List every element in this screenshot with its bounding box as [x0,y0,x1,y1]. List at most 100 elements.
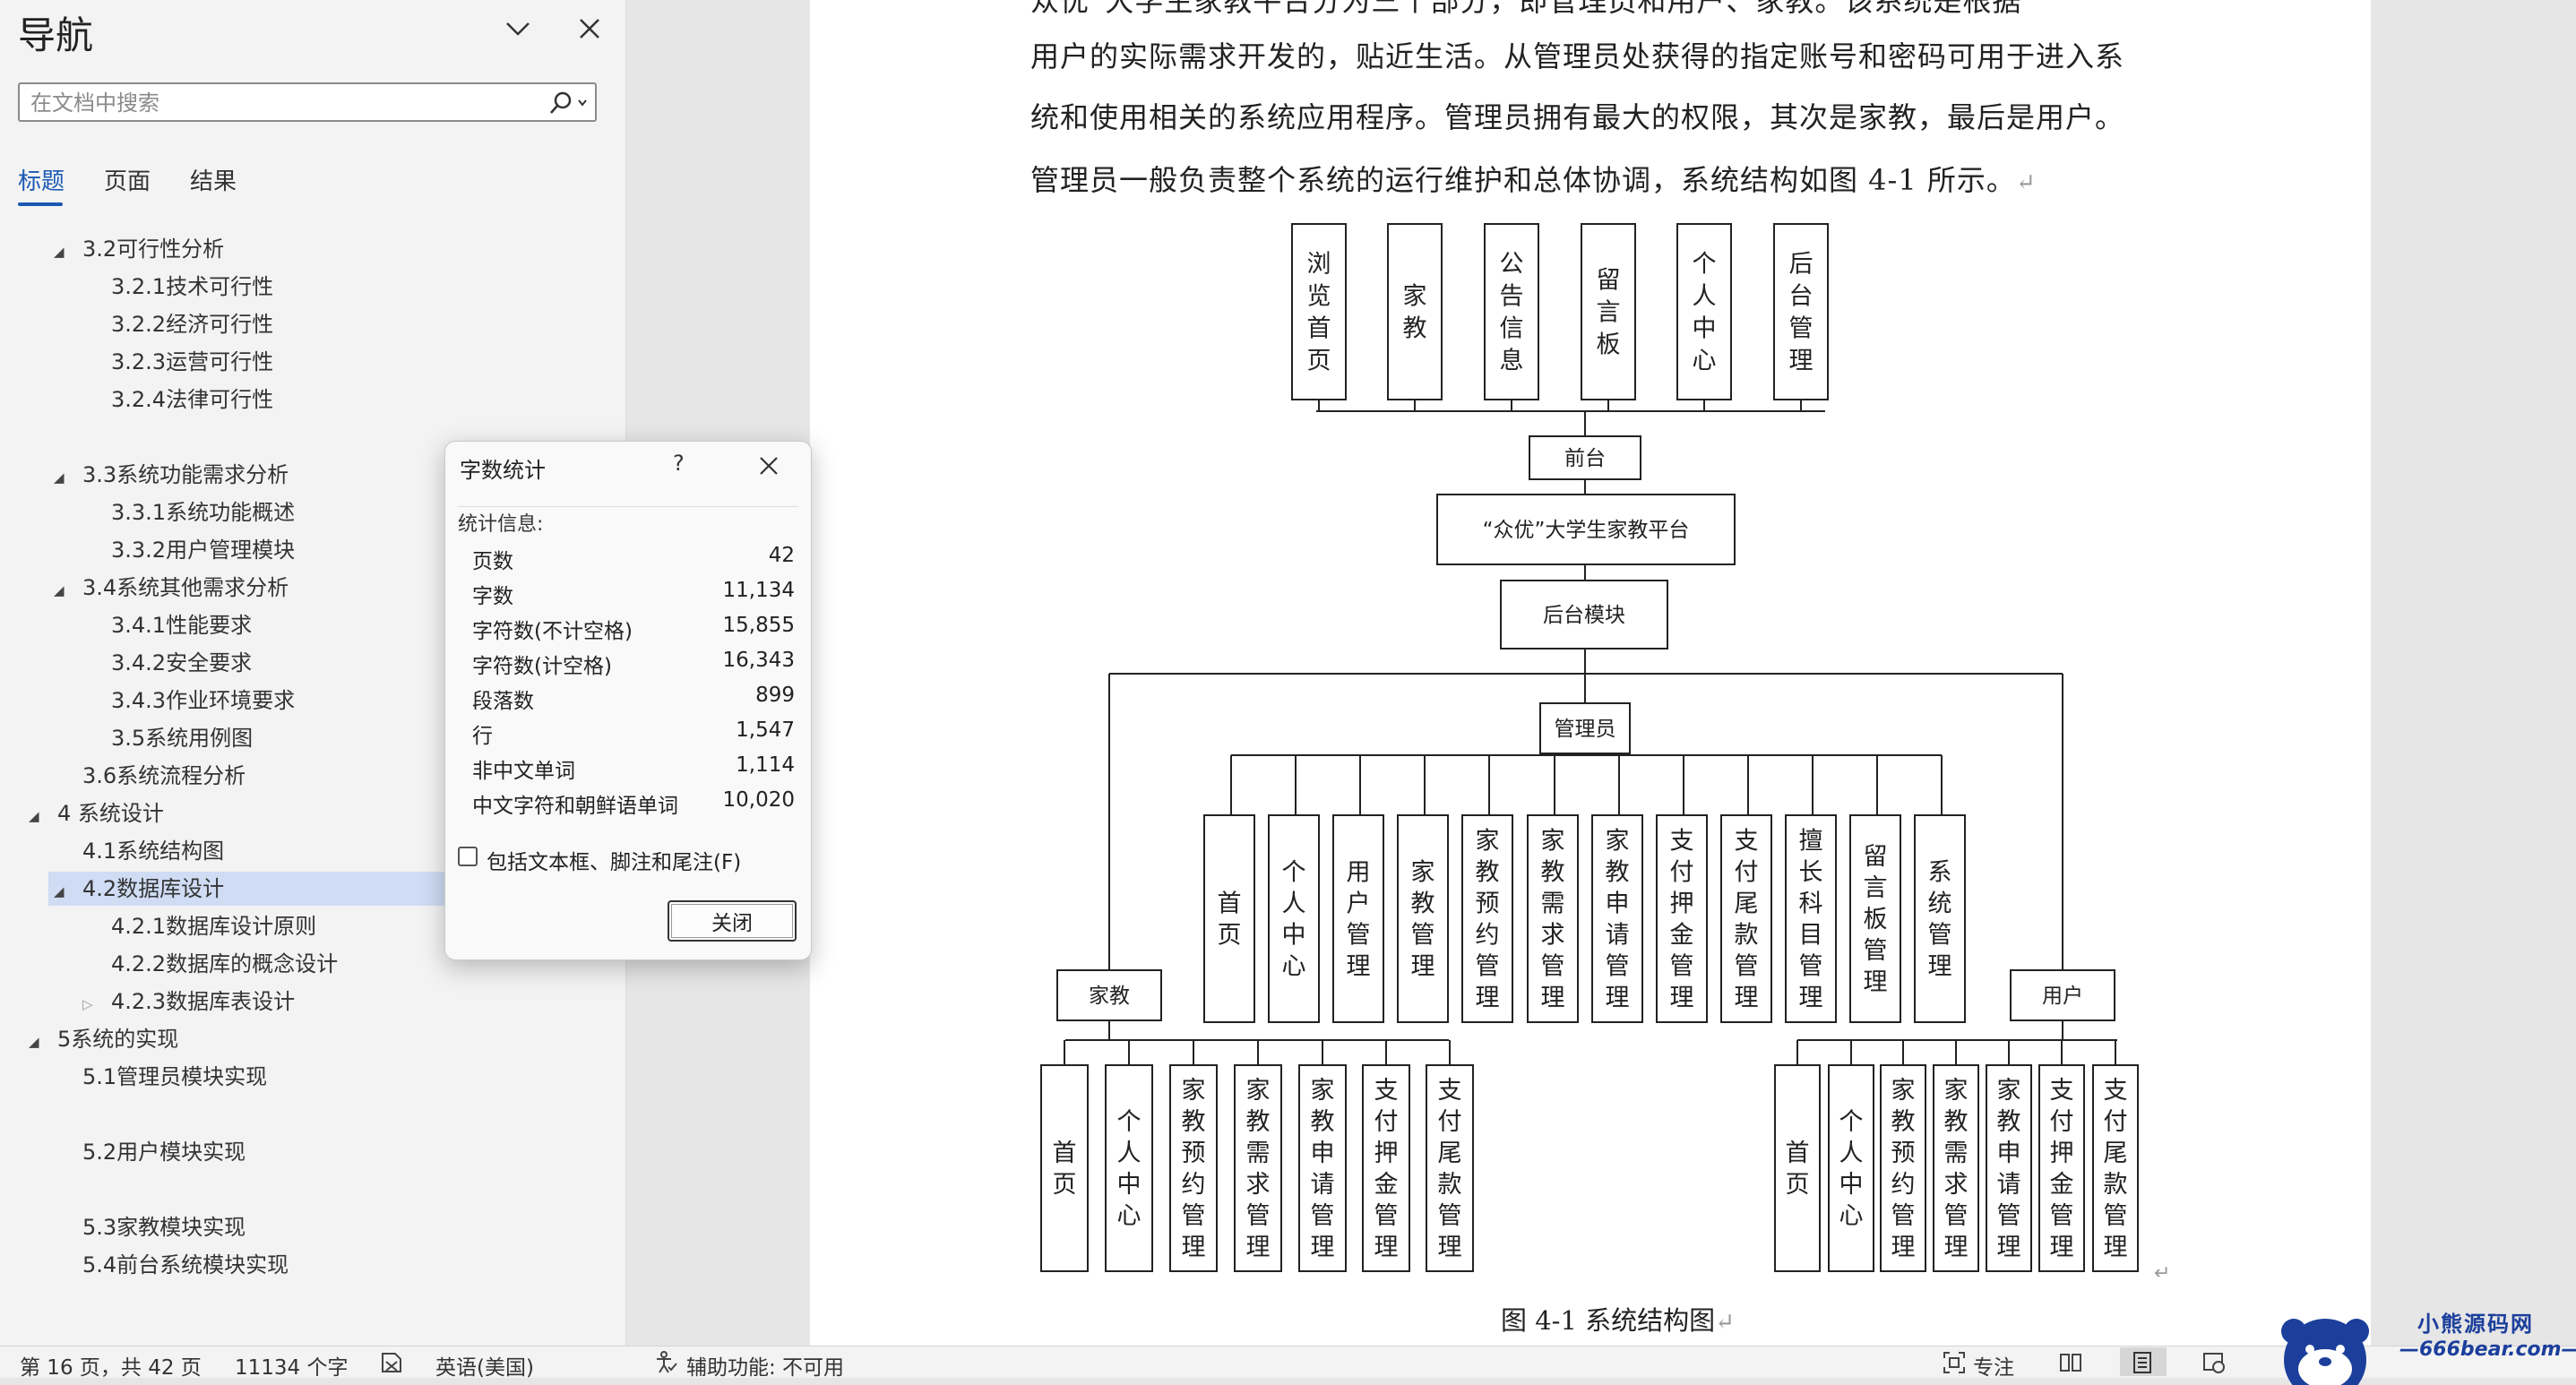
heading-item[interactable]: 3.2.2经济可行性 [82,307,273,341]
front-node-box [1529,435,1641,480]
stat-value: 11,134 [722,579,795,602]
tab-pages[interactable]: 页面 [104,168,151,195]
heading-item[interactable]: 3.2.3运营可行性 [82,345,273,379]
search-input[interactable] [29,88,552,118]
heading-item[interactable]: 5.4前台系统模块实现 [54,1248,289,1282]
include-textboxes-label[interactable]: 包括文本框、脚注和尾注(F) [487,851,742,874]
heading-item[interactable]: 3.2.1技术可行性 [82,270,273,304]
stat-row: 字符数(不计空格)15,855 [472,614,795,646]
proofing-icon[interactable] [380,1351,403,1374]
admin-item-label: 留言板管理 [1864,843,1888,996]
print-layout-icon[interactable] [2131,1351,2154,1374]
heading-item[interactable]: ◢4.2数据库设计 [48,872,446,906]
search-icon[interactable] [545,90,588,116]
user-item-label: 个人中心 [1839,1108,1864,1230]
user-item-box [1880,1064,1926,1272]
heading-label: 3.5系统用例图 [111,726,254,751]
heading-item[interactable]: 4.2.1数据库设计原则 [82,909,316,943]
focus-mode-button[interactable]: 专注 [1973,1356,2014,1380]
tab-results[interactable]: 结果 [190,168,237,195]
admin-item-box [1203,814,1255,1023]
expand-heading-icon[interactable]: ▷ [82,996,93,1012]
stat-label: 页数 [472,550,513,573]
figure-caption: 图 4-1 系统结构图↵ [1501,1305,1735,1336]
include-textboxes-checkbox[interactable] [458,847,478,866]
heading-label: 4.2.1数据库设计原则 [111,914,317,939]
tutor-item-label: 个人中心 [1117,1108,1142,1230]
collapse-heading-icon[interactable]: ◢ [29,808,39,824]
paragraph-mark: ↵ [2154,1262,2170,1285]
heading-item[interactable]: 5.2用户模块实现 [54,1135,246,1169]
heading-item[interactable]: 3.4.3作业环境要求 [82,684,295,718]
user-node-label: 用户 [2042,985,2083,1008]
heading-item[interactable]: ◢3.3系统功能需求分析 [54,458,289,492]
tutor-item-box [1169,1064,1218,1272]
collapse-heading-icon[interactable]: ◢ [54,582,65,598]
accessibility-icon[interactable] [654,1351,677,1374]
heading-item[interactable]: 4.1系统结构图 [54,834,224,868]
user-item-box [1828,1064,1874,1272]
heading-item[interactable]: ◢ 3.2可行性分析 [54,232,224,266]
heading-label: 3.4系统其他需求分析 [82,575,289,600]
heading-item[interactable]: 3.6系统流程分析 [54,759,246,793]
top-item-box [1291,223,1347,400]
help-button[interactable]: ? [673,451,685,476]
heading-item[interactable]: ◢ 5系统的实现 [29,1022,178,1056]
collapse-heading-icon[interactable]: ◢ [29,1034,39,1050]
admin-item-label: 用户管理 [1347,858,1371,980]
read-mode-icon[interactable] [2059,1351,2082,1374]
document-page[interactable]: 众优”大学生家教平台分为三个部分，即管理员和用户、家教。该系统是根据 用户的实际… [810,0,2371,1346]
heading-item[interactable]: 4.2.2数据库的概念设计 [82,947,338,981]
stat-value: 42 [768,544,795,567]
tutor-item-box [1298,1064,1347,1272]
heading-item[interactable]: 3.5系统用例图 [82,721,253,755]
admin-item-label: 系统管理 [1928,858,1952,980]
heading-item[interactable]: ◢4 系统设计 [29,796,164,830]
close-icon[interactable] [573,13,606,45]
stat-row: 页数 42 [472,544,795,576]
heading-item[interactable]: 5.1管理员模块实现 [54,1060,267,1094]
focus-icon[interactable] [1943,1351,1966,1374]
collapse-heading-icon[interactable]: ◢ [54,469,65,486]
heading-item[interactable]: 3.4.2安全要求 [82,646,252,680]
accessibility-status[interactable]: 辅助功能: 不可用 [686,1356,845,1380]
heading-label: 3.2可行性分析 [82,237,225,262]
heading-label: 3.4.1性能要求 [111,613,253,638]
tutor-item-box [1362,1064,1410,1272]
heading-label: 3.2.2经济可行性 [111,312,274,337]
heading-item[interactable]: 3.3.1系统功能概述 [82,495,295,529]
heading-label: 3.3.2用户管理模块 [111,538,296,563]
heading-label: 3.6系统流程分析 [82,763,246,788]
word-count[interactable]: 11134 个字 [235,1356,349,1380]
heading-item[interactable]: 3.2.4法律可行性 [82,383,273,417]
heading-label: 3.4.3作业环境要求 [111,688,296,713]
heading-label: 3.4.2安全要求 [111,650,253,675]
collapse-heading-icon[interactable]: ◢ [54,883,65,899]
admin-item-label: 支付押金管理 [1670,827,1694,1011]
admin-item-label: 个人中心 [1282,858,1306,980]
heading-item[interactable]: 3.3.2用户管理模块 [82,533,295,567]
tutor-item-label: 家教需求管理 [1246,1077,1271,1261]
tab-headings[interactable]: 标题 [18,168,65,195]
page-count[interactable]: 第 16 页，共 42 页 [20,1356,202,1380]
stat-row: 字符数(计空格)16,343 [472,649,795,681]
close-button[interactable]: 关闭 [668,900,797,942]
heading-item[interactable]: ◢ 3.4系统其他需求分析 [54,571,289,605]
close-icon[interactable] [755,452,782,479]
heading-item[interactable]: 3.4.1性能要求 [82,608,252,642]
heading-item[interactable]: ▷4.2.3数据库表设计 [82,985,295,1019]
top-item-box [1773,223,1829,400]
language-indicator[interactable]: 英语(美国) [435,1356,534,1380]
admin-item-label: 家教申请管理 [1606,827,1630,1011]
web-layout-icon[interactable] [2202,1351,2226,1374]
chevron-down-icon[interactable] [502,13,534,45]
heading-label: 5.3家教模块实现 [82,1215,246,1240]
stat-label: 行 [472,725,493,748]
heading-label: 5系统的实现 [57,1027,179,1052]
collapse-heading-icon[interactable]: ◢ [54,244,65,260]
admin-item-label: 家教需求管理 [1541,827,1565,1011]
heading-item[interactable]: 5.3家教模块实现 [54,1210,246,1244]
admin-item-box [1527,814,1579,1023]
